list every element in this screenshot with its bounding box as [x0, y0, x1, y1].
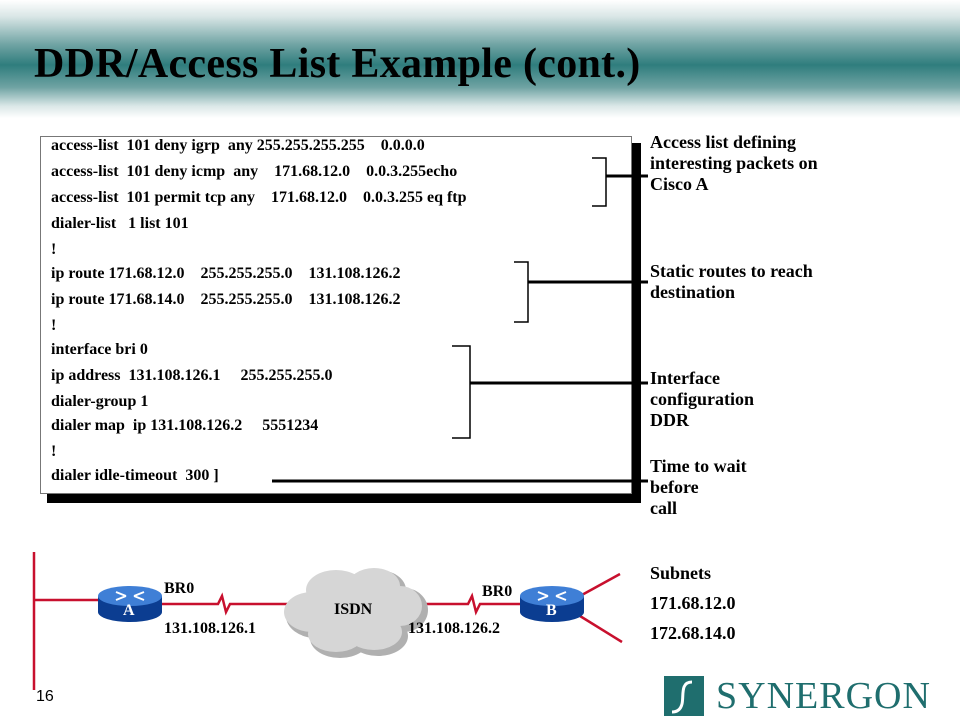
title-banner	[0, 0, 960, 118]
config-line: ip route 171.68.14.0 255.255.255.0 131.1…	[51, 291, 401, 308]
annotation-line: interesting packets on	[650, 153, 818, 173]
router-b-icon	[520, 586, 584, 622]
config-line: interface bri 0	[51, 341, 148, 358]
config-line: dialer idle-timeout 300 ]	[51, 467, 219, 484]
isdn-cloud-icon	[284, 568, 428, 658]
slide-title: DDR/Access List Example (cont.)	[34, 41, 641, 87]
annotation-idle-timeout: Time to wait before call	[650, 456, 747, 519]
bracket-interface-config	[452, 345, 471, 439]
config-line: dialer-group 1	[51, 393, 149, 410]
annotation-interface-config: Interface configuration DDR	[650, 368, 754, 431]
router-b-label: B	[546, 602, 557, 619]
left-address-label: 131.108.126.1	[164, 620, 256, 637]
config-line: !	[51, 241, 57, 258]
annotation-line: Cisco A	[650, 174, 709, 194]
isdn-link-b	[400, 592, 524, 616]
bracket-static-routes	[514, 261, 529, 323]
config-line: access-list 101 deny icmp any 171.68.12.…	[51, 163, 458, 180]
annotation-line: configuration	[650, 389, 755, 409]
isdn-label: ISDN	[334, 601, 373, 618]
router-a-label: A	[123, 602, 135, 619]
config-line: access-list 101 deny igrp any 255.255.25…	[51, 137, 425, 154]
right-address-label: 131.108.126.2	[408, 620, 500, 637]
subnets-title: Subnets	[650, 563, 712, 583]
annotation-line: DDR	[650, 410, 689, 430]
right-interface-label: BR0	[482, 583, 513, 600]
left-interface-label: BR0	[164, 580, 195, 597]
config-box: access-list 101 deny igrp any 255.255.25…	[40, 136, 632, 494]
annotation-line: Static routes to reach	[650, 261, 813, 281]
subnet-link-2	[579, 614, 623, 644]
page-number: 16	[36, 688, 54, 705]
config-line: dialer-list 1 list 101	[51, 215, 189, 232]
config-line: !	[51, 317, 57, 334]
synergon-logo-icon	[664, 676, 704, 716]
isdn-link-a	[160, 592, 292, 616]
annotation-line: Interface	[650, 368, 720, 388]
annotation-line: destination	[650, 282, 736, 302]
logo-text: SYNERGON	[716, 675, 931, 717]
config-line: ip address 131.108.126.1 255.255.255.0	[51, 367, 333, 384]
subnet-item: 172.68.14.0	[650, 623, 736, 643]
annotation-line: before	[650, 477, 699, 497]
annotation-static-routes: Static routes to reach destination	[650, 261, 813, 303]
bracket-access-list	[592, 157, 607, 207]
annotation-access-list: Access list defining interesting packets…	[650, 132, 818, 195]
router-a-icon	[98, 586, 162, 622]
subnets-legend: Subnets 171.68.12.0 172.68.14.0	[650, 558, 736, 648]
annotation-line: call	[650, 498, 677, 518]
config-line: !	[51, 443, 57, 460]
config-line: ip route 171.68.12.0 255.255.255.0 131.1…	[51, 265, 401, 282]
annotation-line: Time to wait	[650, 456, 747, 476]
subnet-link-1	[579, 572, 621, 598]
config-line: access-list 101 permit tcp any 171.68.12…	[51, 189, 467, 206]
subnet-item: 171.68.12.0	[650, 593, 736, 613]
annotation-line: Access list defining	[650, 132, 796, 152]
config-line: dialer map ip 131.108.126.2 5551234	[51, 417, 319, 434]
